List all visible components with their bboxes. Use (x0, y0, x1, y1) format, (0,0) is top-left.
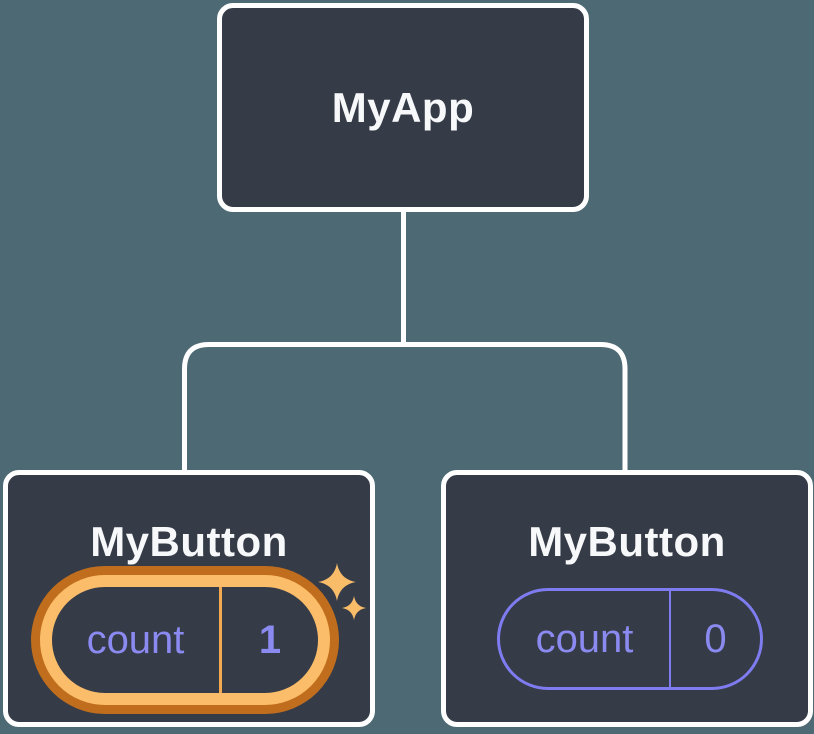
state-value: 0 (704, 616, 727, 661)
component-node-myapp: MyApp (217, 3, 589, 212)
connector-branches (182, 342, 628, 470)
node-label: MyButton (528, 518, 726, 565)
pill-divider (669, 591, 671, 687)
node-label: MyApp (331, 83, 475, 131)
component-node-mybutton-left: MyButton count 1 (3, 470, 375, 727)
sparkle-icon-small (342, 596, 366, 620)
state-name: count (86, 617, 185, 662)
state-pill-highlighted: count 1 (40, 575, 330, 705)
state-value-cell: 0 (671, 591, 760, 687)
state-pill-plain: count 0 (497, 588, 763, 690)
sparkle-icon-large (318, 563, 356, 601)
node-label: MyButton (90, 518, 288, 565)
state-name: count (535, 616, 634, 661)
state-value: 1 (258, 617, 282, 662)
state-name-cell: count (52, 587, 219, 693)
state-name-cell: count (500, 591, 669, 687)
component-node-mybutton-right: MyButton count 0 (441, 470, 813, 727)
state-value-cell: 1 (222, 587, 318, 693)
pill-divider (219, 587, 222, 693)
